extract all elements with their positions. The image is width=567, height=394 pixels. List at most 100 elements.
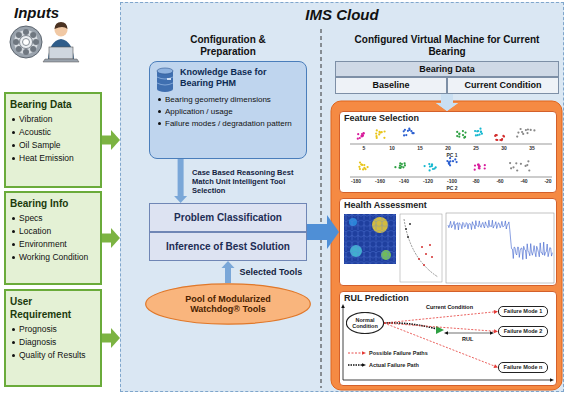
input-box: Bearing InfoSpecsLocationEnvironmentWork… [4, 191, 102, 285]
axis-label: 15 [417, 145, 423, 151]
input-box: Bearing DataVibrationAcousticOil SampleH… [4, 92, 102, 188]
bullet-item: Application / usage [158, 107, 301, 117]
scatter-dot [530, 129, 532, 131]
scatter-dot [428, 163, 430, 165]
scatter-dot [404, 162, 406, 164]
scatter-dot [484, 164, 486, 166]
box-text: Problem Classification [174, 212, 282, 223]
scatter-dot [394, 166, 396, 168]
scatter-dot [367, 166, 369, 168]
data-cell: Current Condition [447, 77, 559, 94]
scatter-dot [361, 164, 363, 166]
connector-line [178, 159, 184, 196]
connector [307, 215, 339, 249]
connector-line [384, 323, 494, 366]
scatter-dot [520, 163, 522, 165]
scatter-dot [359, 168, 361, 170]
box-text: RUL Prediction [344, 293, 552, 303]
input-box: User RequirementPrognosisDiagnosisQualit… [4, 289, 102, 387]
scatter-dot [424, 165, 426, 167]
scatter-dot [408, 128, 410, 130]
bullet-item: Working Condition [12, 252, 96, 263]
bullet-dot [12, 354, 15, 357]
bullet-item: Prognosis [12, 324, 96, 335]
arrow-head [222, 261, 235, 268]
connector-line [102, 234, 111, 243]
scatter-dot [411, 132, 413, 134]
connector-line [384, 312, 494, 323]
scatter-dot [379, 132, 381, 134]
connector [436, 94, 458, 111]
connector [384, 323, 498, 333]
connector-line [102, 136, 111, 145]
bullet-text: Heat Emission [19, 153, 74, 164]
module-panel: Feature Selection5101520253035PC 1-180-1… [339, 111, 557, 193]
scatter-dot [403, 134, 405, 136]
column-heading: Configured Virtual Machine for Current B… [335, 34, 559, 58]
scatter-dot [429, 169, 431, 171]
scatter-dot [495, 134, 497, 136]
scatter-dot [364, 168, 366, 170]
connector [102, 130, 120, 150]
module-panel: RUL PredictionNormal ConditionFailure Mo… [339, 291, 557, 386]
bullet-item: Oil Sample [12, 140, 96, 151]
axis-label: -180 [351, 178, 361, 184]
column-heading: Configuration & Preparation [173, 34, 283, 58]
box-text: Health Assessment [344, 200, 552, 210]
bullet-text: Failure modes / degradation pattern [165, 119, 292, 129]
arrow-head [494, 329, 498, 333]
scatter-dot [494, 135, 496, 137]
bullet-text: Prognosis [19, 324, 57, 335]
scatter-dot [454, 158, 456, 160]
scatter-dot [496, 139, 498, 141]
connector-line [102, 334, 111, 343]
bullet-item: Specs [12, 213, 96, 224]
scatter-dot [357, 138, 359, 140]
scatter-dot [512, 166, 514, 168]
box-text: Failure Mode 1 [499, 307, 547, 316]
failure-mode-box: Failure Mode 2 [498, 326, 548, 337]
axis-label: 5 [363, 145, 366, 151]
scatter-dot [398, 167, 400, 169]
scatter-dot [495, 139, 497, 141]
connector [222, 261, 235, 283]
scatter-dot [456, 161, 458, 163]
connector [384, 323, 498, 368]
plot-label: RUL [462, 336, 473, 342]
box-text: Failure Mode 2 [499, 327, 547, 336]
scatter-dot [520, 128, 522, 130]
connector [174, 159, 187, 203]
legend-head [362, 351, 366, 354]
box-text: Normal Condition [350, 317, 380, 330]
scatter-dot [496, 134, 498, 136]
bullet-dot [158, 122, 161, 125]
data-header-cell: Bearing Data [335, 61, 559, 77]
scatter-dot [359, 137, 361, 139]
scatter-dot [458, 133, 460, 135]
connector-line [307, 224, 327, 240]
legend-line [348, 353, 362, 354]
bullet-item: Quality of Results [12, 350, 96, 361]
axis-label: 10 [389, 145, 395, 151]
scatter-dot [362, 135, 364, 137]
connector-line [441, 94, 453, 103]
arrow-head [111, 130, 120, 150]
scatter-dot [363, 133, 365, 135]
scatter-dot [477, 130, 479, 132]
scatter-dot [358, 166, 360, 168]
legend-line-sample [348, 362, 366, 368]
module-panel: Health Assessment [339, 198, 557, 286]
scatter-dot [517, 132, 519, 134]
scatter-dot [410, 130, 412, 132]
scatter-dot [401, 163, 403, 165]
scatter-dot [522, 133, 524, 135]
scatter-dot [375, 135, 377, 137]
scatter-dot [378, 133, 380, 135]
scatter-dot [452, 160, 454, 162]
legend-line-sample [348, 350, 366, 356]
connector [384, 310, 498, 323]
connector-line [384, 323, 494, 331]
scatter-dot [503, 136, 505, 138]
